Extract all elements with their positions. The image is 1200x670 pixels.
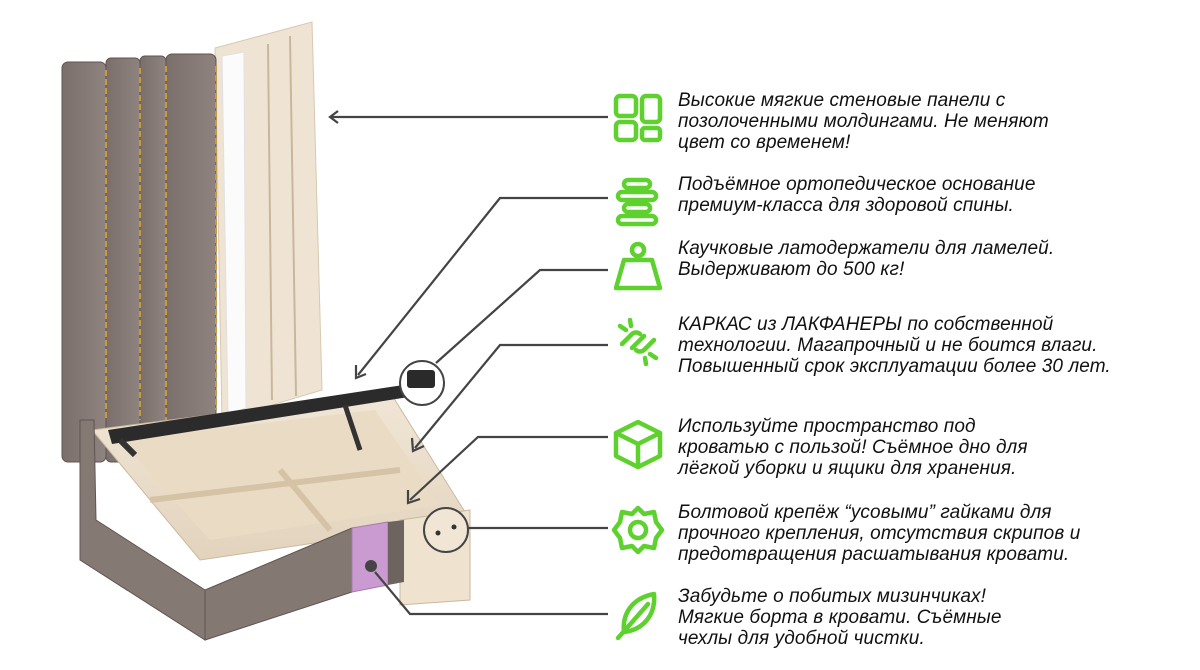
wall-panels <box>214 21 323 421</box>
feature-text: Высокие мягкие стеновые панели с позолоч… <box>678 90 1049 153</box>
feature-item: Высокие мягкие стеновые панели с позолоч… <box>610 90 1190 170</box>
feature-item: КАРКАС из ЛАКФАНЕРЫ по собственной техно… <box>610 314 1190 394</box>
feature-item: Забудьте о побитых мизинчиках! Мягкие бо… <box>610 586 1190 666</box>
box-cube-icon <box>610 416 666 472</box>
feature-text: КАРКАС из ЛАКФАНЕРЫ по собственной техно… <box>678 314 1111 377</box>
feature-item: Используйте пространство под кроватью с … <box>610 416 1190 496</box>
feather-icon <box>610 586 666 642</box>
feature-item: Каучковые латодержатели для ламелей. Выд… <box>610 238 1190 318</box>
callout-lines <box>328 110 608 616</box>
side-rail <box>79 419 404 641</box>
feature-item: Болтовой крепёж “усовыми” гайками для пр… <box>610 502 1190 582</box>
gear-nut-icon <box>610 502 666 558</box>
spring-stack-icon <box>610 174 666 230</box>
headboard <box>61 53 217 463</box>
feature-text: Болтовой крепёж “усовыми” гайками для пр… <box>678 502 1081 565</box>
weight-icon <box>610 238 666 294</box>
feature-text: Подъёмное ортопедическое основание преми… <box>678 174 1036 216</box>
feature-text: Каучковые латодержатели для ламелей. Выд… <box>678 238 1055 280</box>
feature-text: Используйте пространство под кроватью с … <box>678 416 1028 479</box>
broken-link-icon <box>610 314 666 370</box>
feature-text: Забудьте о побитых мизинчиках! Мягкие бо… <box>678 586 1002 649</box>
lift-frame <box>108 384 415 458</box>
detail-circles <box>365 360 469 572</box>
feature-item: Подъёмное ортопедическое основание преми… <box>610 174 1190 254</box>
panels-grid-icon <box>610 90 666 146</box>
